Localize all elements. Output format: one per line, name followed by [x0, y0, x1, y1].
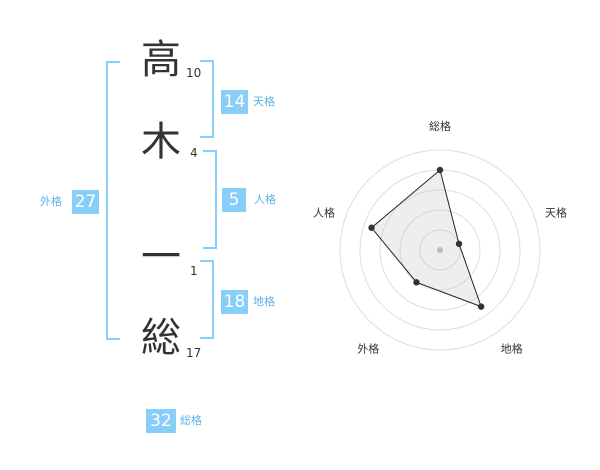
radar-axis-label-2: 天格 — [545, 205, 567, 219]
radar-point-2 — [455, 240, 463, 248]
radar-ring — [339, 149, 541, 351]
radar-axis-label-3: 地格 — [501, 342, 523, 356]
gaikaku-label: 外格 — [40, 195, 62, 208]
radar-ring — [419, 229, 461, 271]
radar-center-dot — [437, 247, 443, 253]
tenkaku-bracket — [200, 60, 214, 138]
radar-point-1 — [436, 166, 444, 174]
stroke-count-3: 1 — [190, 264, 198, 278]
chikaku-value: 18 — [221, 290, 248, 314]
radar-axis-label-5: 人格 — [313, 205, 335, 219]
radar-ring — [399, 209, 481, 291]
name-char-4: 総 — [141, 315, 181, 361]
stroke-count-1: 10 — [186, 66, 202, 80]
stroke-count-4: 17 — [186, 346, 202, 360]
radar-point-3 — [477, 303, 485, 310]
tenkaku-label: 天格 — [253, 95, 275, 108]
chikaku-bracket — [200, 260, 214, 339]
radar-ring — [379, 189, 501, 311]
radar-point-4 — [413, 279, 420, 286]
radar-polygon — [370, 169, 482, 308]
radar-axis-label-1: 総格 — [429, 119, 451, 133]
chikaku-label: 地格 — [253, 295, 275, 308]
gaikaku-bracket — [106, 61, 120, 340]
jinkaku-bracket — [203, 150, 217, 249]
soukaku-label: 総格 — [180, 414, 202, 427]
radar-axis-label-4: 外格 — [357, 342, 379, 356]
name-char-1: 高 — [141, 37, 181, 83]
gaikaku-value: 27 — [72, 190, 99, 214]
name-char-2: 木 — [141, 119, 181, 165]
radar-point-5 — [368, 224, 375, 231]
stroke-count-2: 4 — [190, 146, 198, 160]
name-char-3: 一 — [141, 234, 181, 280]
jinkaku-label: 人格 — [254, 193, 276, 206]
soukaku-value: 32 — [146, 409, 176, 433]
tenkaku-value: 14 — [221, 90, 248, 114]
jinkaku-value: 5 — [222, 188, 246, 212]
